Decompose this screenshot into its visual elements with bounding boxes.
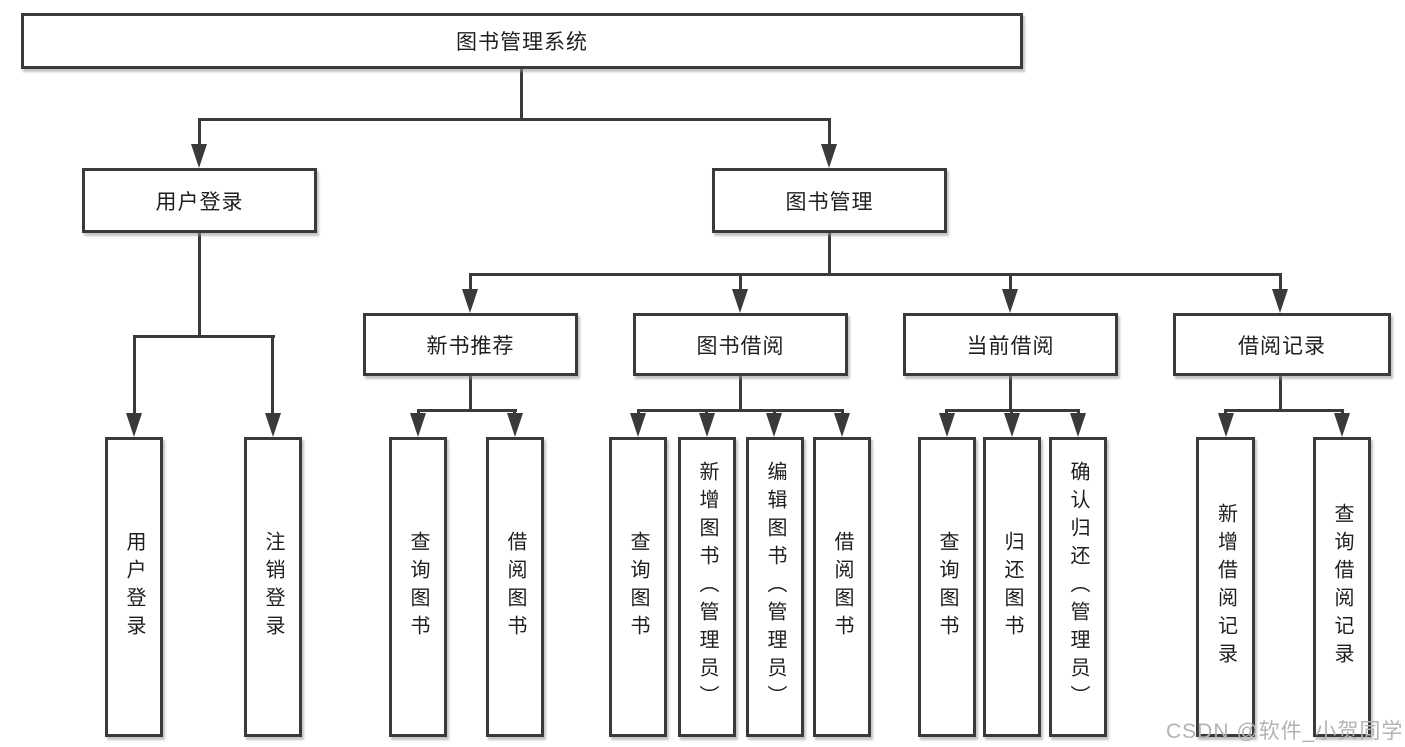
connector-new-book-branch bbox=[416, 409, 517, 412]
node-label: 用户登录 bbox=[155, 190, 244, 214]
node-root: 图书管理系统 bbox=[21, 13, 1023, 69]
node-book-borrowing: 图书借阅 bbox=[633, 313, 848, 376]
arrow-down-icon bbox=[462, 273, 478, 313]
node-cb-return-books: 归还图书 bbox=[983, 437, 1041, 737]
connector-book-mgmt-stem bbox=[827, 233, 831, 273]
arrow-down-icon bbox=[834, 409, 850, 437]
arrow-down-icon bbox=[264, 335, 281, 437]
node-cb-confirm-return-admin: 确认归还（管理员） bbox=[1049, 437, 1107, 737]
node-label: 查询图书 bbox=[936, 531, 958, 643]
node-label: 新书推荐 bbox=[426, 334, 515, 358]
arrow-down-icon bbox=[506, 409, 523, 437]
node-bb-query-books: 查询图书 bbox=[609, 437, 667, 737]
node-root-label: 图书管理系统 bbox=[456, 31, 588, 54]
node-label: 查询图书 bbox=[627, 531, 649, 643]
connector-level1-branch bbox=[197, 118, 831, 121]
node-br-query-record: 查询借阅记录 bbox=[1313, 437, 1371, 737]
arrow-down-icon bbox=[410, 409, 426, 437]
node-br-add-record: 新增借阅记录 bbox=[1196, 437, 1255, 737]
connector-current-borrow-stem bbox=[1008, 376, 1012, 409]
node-label: 借阅记录 bbox=[1238, 334, 1326, 358]
node-label: 编辑图书（管理员） bbox=[764, 461, 786, 713]
node-label: 图书管理 bbox=[785, 190, 874, 214]
arrow-down-icon bbox=[1070, 409, 1086, 437]
node-user-login-branch: 用户登录 bbox=[82, 168, 317, 233]
node-logout-login: 注销登录 bbox=[244, 437, 302, 737]
connector-book-mgmt-branch bbox=[468, 273, 1282, 276]
arrow-down-icon bbox=[1272, 273, 1288, 313]
node-label: 归还图书 bbox=[1001, 531, 1023, 643]
node-new-book-recommend: 新书推荐 bbox=[363, 313, 578, 376]
arrow-down-icon bbox=[821, 118, 837, 168]
node-bb-add-books-admin: 新增图书（管理员） bbox=[678, 437, 736, 737]
connector-records-branch bbox=[1224, 409, 1344, 412]
arrow-down-icon bbox=[630, 409, 646, 437]
node-label: 新增图书（管理员） bbox=[696, 461, 718, 713]
arrow-down-icon bbox=[938, 409, 955, 437]
connector-book-borrow-stem bbox=[738, 376, 742, 409]
node-current-borrowing: 当前借阅 bbox=[903, 313, 1118, 376]
watermark: CSDN @软件_小贺同学 bbox=[1166, 720, 1404, 743]
connector-user-login-branch bbox=[132, 335, 275, 338]
connector-root-stem bbox=[519, 69, 523, 118]
arrow-down-icon bbox=[1003, 409, 1020, 437]
arrow-down-icon bbox=[766, 409, 782, 437]
arrow-down-icon bbox=[698, 409, 715, 437]
connector-book-borrow-branch bbox=[636, 409, 844, 412]
node-borrowing-records: 借阅记录 bbox=[1173, 313, 1391, 376]
arrow-down-icon bbox=[126, 335, 142, 437]
node-label: 借阅图书 bbox=[504, 531, 526, 643]
node-label: 确认归还（管理员） bbox=[1067, 461, 1089, 713]
node-book-management: 图书管理 bbox=[712, 168, 947, 233]
node-label: 新增借阅记录 bbox=[1214, 503, 1237, 671]
arrow-down-icon bbox=[1002, 273, 1018, 313]
arrow-down-icon bbox=[191, 118, 207, 168]
node-cb-query-books: 查询图书 bbox=[918, 437, 976, 737]
node-label: 注销登录 bbox=[262, 531, 284, 643]
node-bb-edit-books-admin: 编辑图书（管理员） bbox=[746, 437, 804, 737]
node-label: 当前借阅 bbox=[966, 334, 1055, 358]
node-nbr-borrow-books: 借阅图书 bbox=[486, 437, 544, 737]
arrow-down-icon bbox=[1334, 409, 1350, 437]
arrow-down-icon bbox=[732, 273, 748, 313]
node-label: 查询借阅记录 bbox=[1331, 503, 1353, 671]
node-nbr-query-books: 查询图书 bbox=[389, 437, 447, 737]
connector-records-stem bbox=[1278, 376, 1282, 409]
connector-new-book-stem bbox=[468, 376, 472, 409]
arrow-down-icon bbox=[1217, 409, 1234, 437]
node-label: 用户登录 bbox=[123, 531, 145, 643]
node-bb-borrow-books: 借阅图书 bbox=[813, 437, 871, 737]
connector-user-login-stem bbox=[197, 233, 201, 335]
node-label: 查询图书 bbox=[407, 531, 429, 643]
node-label: 借阅图书 bbox=[831, 531, 853, 643]
node-label: 图书借阅 bbox=[696, 334, 785, 358]
node-user-login: 用户登录 bbox=[105, 437, 163, 737]
